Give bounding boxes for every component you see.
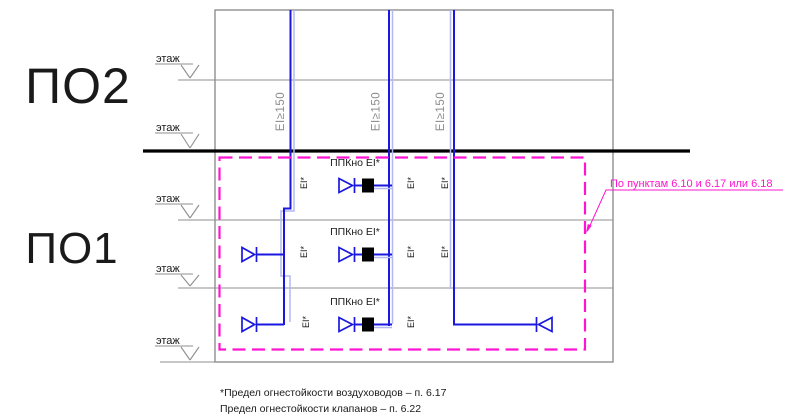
floor-mark-4: этаж — [155, 263, 200, 287]
duct-3-line — [453, 10, 536, 326]
ei-note-label: EI* — [406, 177, 416, 190]
ei-note-label: EI* — [299, 246, 309, 259]
air-valve-left-icon — [241, 316, 257, 333]
protected-zone-dashed-box — [218, 156, 587, 351]
ei-note-label: EI* — [406, 246, 416, 259]
air-valve-left-icon — [241, 246, 257, 263]
valve-triangle-icon — [338, 177, 355, 194]
protected-zone: По пунктам 6.10 и 6.17 или 6.18 — [218, 156, 783, 351]
floor-mark-arrow-icon — [155, 273, 200, 287]
duct-1-rating-label: EI≥150 — [275, 92, 287, 131]
ei-note-label: EI* — [299, 177, 309, 190]
damper-tag-label: ППКно EI* — [330, 226, 380, 238]
floor-mark-2: этаж — [155, 122, 200, 149]
footnote-line-1: *Предел огнестойкости воздуховодов – п. … — [220, 387, 447, 399]
ei-note-label: EI* — [301, 316, 311, 329]
floor-mark-label: этаж — [156, 53, 180, 65]
duct-2-rating-label: EI≥150 — [371, 92, 383, 131]
ei-note-label: EI* — [440, 177, 450, 190]
duct-3-rating-label: EI≥150 — [435, 92, 447, 131]
fire-compartment-upper-label: ПО2 — [25, 58, 131, 114]
fire-damper-icon — [362, 317, 374, 332]
floor-mark-3: этаж — [155, 193, 200, 219]
footnotes: *Предел огнестойкости воздуховодов – п. … — [220, 387, 447, 415]
floor-mark-1: этаж — [155, 53, 200, 79]
duct-risers — [280, 10, 553, 333]
valve-triangle-icon — [338, 246, 355, 263]
ei-note-label: EI* — [406, 316, 416, 329]
fire-damper-icon — [362, 247, 374, 262]
floor-mark-5: этаж — [155, 335, 200, 361]
damper-tag-label: ППКно EI* — [330, 296, 380, 308]
damper-row-1: ППКно EI* EI* EI* EI* — [299, 157, 450, 194]
annotation-arrow-icon — [586, 224, 592, 233]
air-valve-right-icon — [535, 316, 553, 333]
fire-damper-icon — [362, 178, 374, 193]
duct-1-light-line — [280, 10, 295, 322]
duct-1-line — [283, 10, 292, 325]
ei-note-label: EI* — [440, 246, 450, 259]
floor-mark-label: этаж — [156, 263, 180, 275]
floor-mark-arrow-icon — [155, 203, 200, 219]
floor-mark-arrow-icon — [155, 345, 200, 361]
building-outline — [143, 9, 690, 363]
floor-mark-arrow-icon — [155, 132, 200, 149]
floor-mark-label: этаж — [156, 122, 180, 134]
valve-triangle-icon — [338, 316, 355, 333]
annotation-text: По пунктам 6.10 и 6.17 или 6.18 — [610, 178, 773, 190]
annotation-leader-line — [587, 189, 783, 232]
duct-rating-labels: EI≥150 EI≥150 EI≥150 — [275, 92, 447, 131]
floor-mark-arrow-icon — [155, 63, 200, 79]
floor-mark-label: этаж — [156, 335, 180, 347]
damper-tag-label: ППКно EI* — [330, 157, 380, 169]
valve-triangle-icon — [536, 316, 553, 333]
damper-row-2: ППКно EI* EI* EI* EI* — [241, 226, 450, 263]
footnote-line-2: Предел огнестойкости клапанов – п. 6.22 — [220, 403, 421, 415]
fire-compartment-lower-label: ПО1 — [25, 224, 118, 273]
floor-marks: этаж этаж этаж этаж этаж — [155, 53, 200, 361]
floor-mark-label: этаж — [156, 193, 180, 205]
damper-row-3: ППКно EI* EI* EI* — [241, 296, 416, 333]
